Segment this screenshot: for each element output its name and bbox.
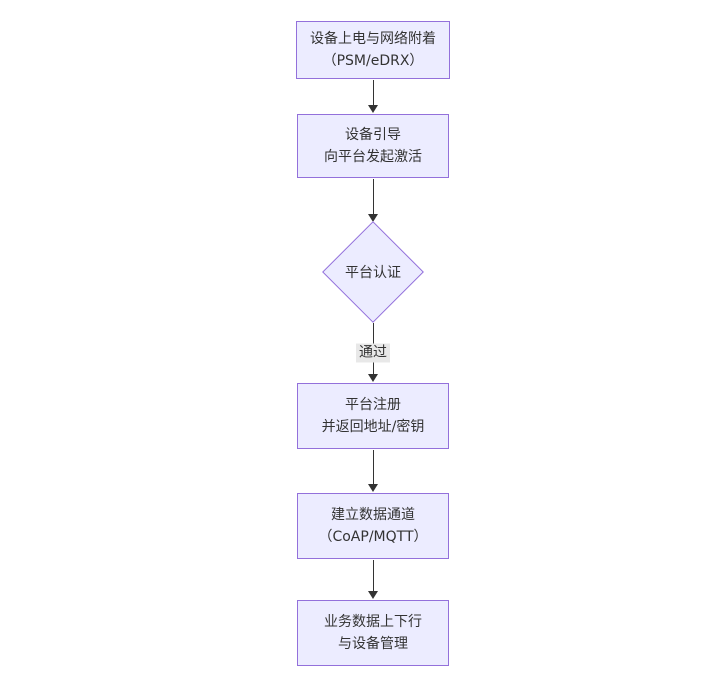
node-text-line: 并返回地址/密钥 — [321, 419, 425, 435]
flow-node-platform-auth: 平台认证 — [322, 221, 424, 323]
node-text-line: 设备上电与网络附着 — [310, 31, 436, 47]
flow-edge-channel-to-business — [367, 560, 379, 599]
node-text-line: 平台注册 — [345, 397, 401, 413]
flow-edge-auth-to-register: 通过 — [356, 323, 390, 382]
arrowhead-down-icon — [368, 214, 378, 222]
flow-edge-register-to-channel — [367, 450, 379, 492]
node-text-line: 业务数据上下行 — [324, 614, 422, 630]
edge-line — [372, 80, 374, 106]
arrowhead-down-icon — [368, 374, 378, 382]
arrowhead-down-icon — [368, 105, 378, 113]
node-text-line: （PSM/eDRX） — [322, 53, 424, 69]
edge-label-pass: 通过 — [356, 343, 390, 362]
edge-line — [372, 179, 374, 215]
flow-node-bootstrap: 设备引导 向平台发起激活 — [297, 114, 449, 178]
node-text-line: 向平台发起激活 — [324, 149, 422, 165]
flow-edge-power-to-bootstrap — [367, 80, 379, 113]
node-text-line: 设备引导 — [345, 127, 401, 143]
flow-edge-bootstrap-to-auth — [367, 179, 379, 222]
flow-node-register: 平台注册 并返回地址/密钥 — [297, 383, 449, 449]
arrowhead-down-icon — [368, 591, 378, 599]
edge-line — [372, 450, 374, 485]
node-text-line: （CoAP/MQTT） — [318, 529, 428, 545]
flow-node-data-channel: 建立数据通道 （CoAP/MQTT） — [297, 493, 449, 559]
flow-node-business: 业务数据上下行 与设备管理 — [297, 600, 449, 666]
node-text-line: 与设备管理 — [338, 636, 408, 652]
arrowhead-down-icon — [368, 484, 378, 492]
flow-node-power-attach: 设备上电与网络附着 （PSM/eDRX） — [296, 21, 450, 79]
node-text-line: 建立数据通道 — [331, 507, 415, 523]
node-text-line: 平台认证 — [345, 265, 401, 281]
edge-line — [372, 560, 374, 592]
